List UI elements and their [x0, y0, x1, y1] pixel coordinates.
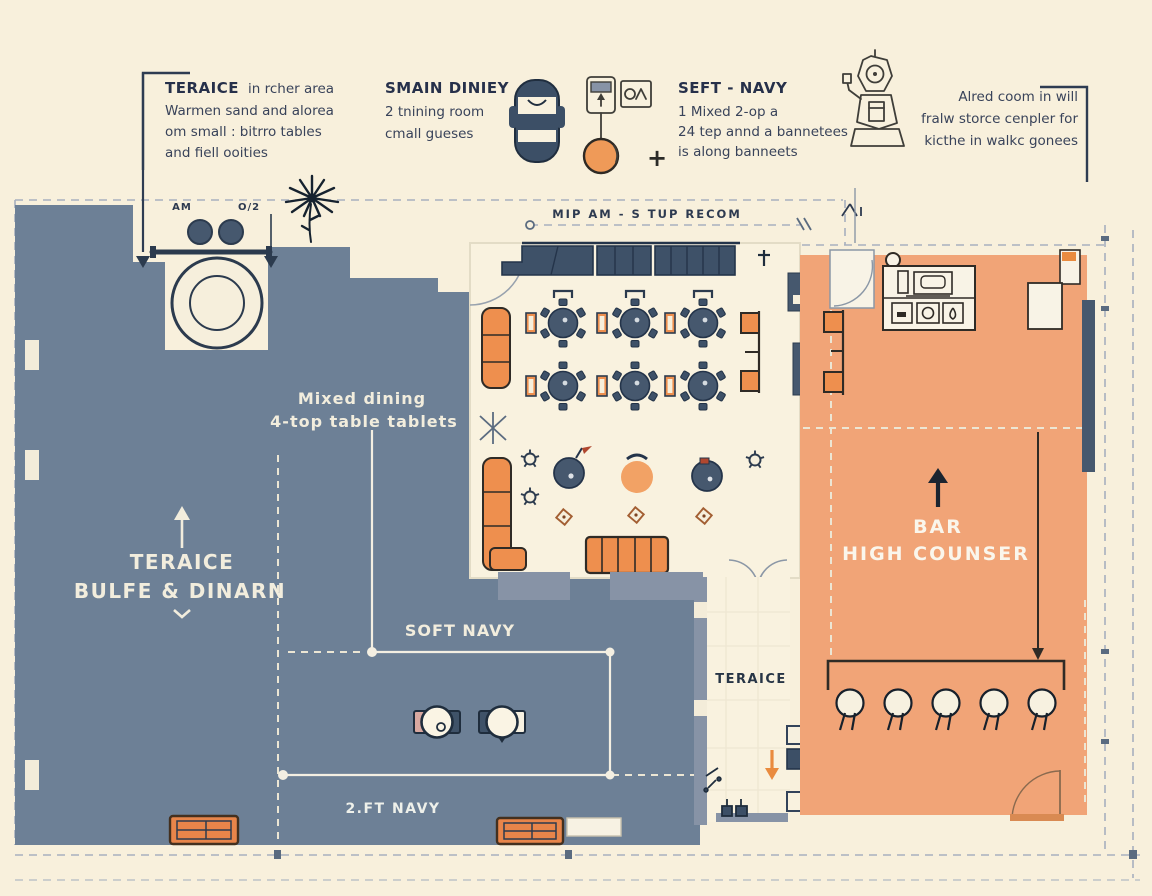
- bench: [495, 816, 565, 846]
- survey-caret-mark: [841, 188, 862, 243]
- soft-navy-label: SOFT NAVY: [405, 621, 515, 640]
- threshold: [716, 813, 788, 822]
- bench: [168, 814, 240, 846]
- small-table-navy: [691, 457, 723, 492]
- bar-door: [829, 249, 875, 309]
- terrace-dimension-lines: [277, 430, 698, 845]
- note-bracket: [1040, 85, 1089, 182]
- note2-title: SMAIN DINIEY: [385, 79, 510, 97]
- annotation-main-dining-note: SMAIN DINIEY 2 tnining room cmall gueses: [385, 79, 510, 142]
- note1-title-suffix: in rcher area: [248, 81, 334, 97]
- plant-icon: [284, 174, 340, 243]
- annotation-terrace-note: TERAICE in rcher area Warmen sand and al…: [141, 71, 334, 170]
- note3-line1: 1 Mixed 2-op a: [678, 104, 778, 120]
- top-dimension-line: [525, 217, 812, 231]
- small-table-orange: [621, 453, 653, 493]
- wall-cross-mark: [758, 250, 770, 266]
- two-ft-navy-label: 2.FT NAVY: [345, 801, 440, 817]
- down-arrow-orange-icon: [765, 750, 779, 780]
- terrace-round-table: [170, 256, 264, 350]
- annotation-kitchen-note: Alred coom in will fralw storce cenpler …: [921, 85, 1089, 182]
- side-chair: [525, 312, 537, 334]
- note1-title: TERAICE: [165, 79, 239, 97]
- note3-line2: 24 tep annd a bannetees: [678, 124, 848, 140]
- door-sill: [1010, 814, 1064, 821]
- bar-label-line2: HIGH COUNSER: [842, 543, 1030, 565]
- window-notch: [25, 450, 39, 480]
- banquette-row: [501, 245, 736, 276]
- note3-title: SEFT - NAVY: [678, 79, 788, 97]
- terrace-label-line1: TERAICE: [130, 550, 234, 574]
- corridor-fixtures: [786, 725, 805, 812]
- dim-label-b: O/2: [238, 202, 260, 213]
- note2-line2: cmall gueses: [385, 126, 473, 142]
- note2-line1: 2 tnining room: [385, 104, 484, 120]
- side-chair: [596, 312, 608, 334]
- note1-line3: and fiell ooities: [165, 145, 268, 161]
- mixed-dining-label-line2: 4-top table tablets: [270, 412, 458, 431]
- top-dimension-label: MIP AM - S TUP RECOM: [552, 207, 742, 221]
- corridor-area: [694, 577, 790, 825]
- mixed-dining-label-line1: Mixed dining: [298, 389, 426, 408]
- wall-notch: [793, 295, 800, 304]
- down-arrow-icon: [1032, 648, 1044, 660]
- up-arrow-icon: [928, 468, 948, 483]
- window-notch: [25, 340, 39, 370]
- side-chair: [664, 312, 676, 334]
- bistro-table: [478, 705, 526, 743]
- orange-table-icon: [582, 137, 620, 175]
- bar-label-line1: BAR: [913, 516, 963, 538]
- appliance-icons: [582, 76, 652, 175]
- note4-line2: fralw storce cenpler for: [921, 111, 1078, 127]
- orange-banquette: [584, 535, 670, 575]
- corridor-small-icons: [703, 767, 748, 817]
- note4-line3: kicthe in walkc gonees: [924, 133, 1078, 149]
- dim-label-a: AM: [172, 202, 192, 213]
- wall-segment: [610, 572, 703, 600]
- annotation-soft-navy-note: SEFT - NAVY 1 Mixed 2-op a 24 tep annd a…: [678, 79, 848, 160]
- knob-icon: [885, 252, 901, 268]
- sketch-asterisk: [479, 412, 507, 444]
- wall-segment: [498, 572, 570, 600]
- note1-line1: Warmen sand and alorea: [165, 103, 334, 119]
- note1-line2: om small : bitrro tables: [165, 124, 322, 140]
- side-chair: [664, 375, 676, 397]
- note4-line1: Alred coom in will: [958, 89, 1078, 105]
- corridor-label: TERAICE: [715, 672, 787, 687]
- bar-counter: [826, 659, 1066, 690]
- terrace-label-line2: BULFE & DINARN: [74, 579, 286, 603]
- up-arrow-icon: [174, 506, 190, 520]
- down-chevron-icon: [173, 609, 191, 619]
- terrace-main-label: [173, 506, 191, 619]
- bar-side-benches: [823, 310, 845, 395]
- robot-icon: [842, 49, 905, 147]
- terrace-area: [15, 205, 700, 845]
- bistro-table: [413, 705, 461, 739]
- small-table-navy: [553, 446, 592, 489]
- bar-bottom-door: [1010, 770, 1064, 821]
- note3-line3: is along banneets: [678, 144, 798, 160]
- wall-segment: [1082, 300, 1095, 472]
- bar-dimension-line: [1032, 432, 1044, 660]
- floor-step: [566, 817, 622, 837]
- kitchen-island: [882, 265, 976, 331]
- side-chair: [525, 375, 537, 397]
- down-arrow-icon: [136, 256, 150, 268]
- wall-bench-rail: [740, 311, 761, 393]
- sofa: [482, 457, 527, 571]
- bar-label-group: [928, 468, 948, 507]
- plus-icon: +: [647, 144, 667, 172]
- down-arrow-icon: [264, 256, 278, 268]
- window-notch: [25, 760, 39, 790]
- person-icon: [509, 79, 565, 163]
- bar-fixtures-right: [1027, 249, 1095, 472]
- bar-area: [800, 255, 1087, 815]
- side-chair: [596, 375, 608, 397]
- display-icon: [620, 80, 652, 108]
- sofa: [481, 307, 511, 389]
- note-bracket: [141, 71, 190, 170]
- terrace-top-dimension: [136, 73, 278, 268]
